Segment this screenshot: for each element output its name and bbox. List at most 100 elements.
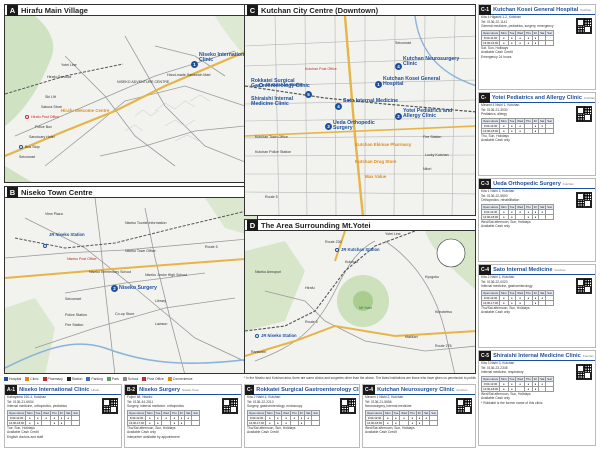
- clinic-pin-c2[interactable]: 2: [395, 113, 402, 120]
- payment-services: Available Cash Credit: [247, 430, 279, 435]
- label-route230: Route 230: [325, 240, 342, 244]
- qr-code-icon[interactable]: [576, 364, 592, 380]
- clinic-id: C-1: [479, 5, 492, 15]
- label-rokkatei: Rokkatei Surgical Gastroenterology Clini…: [251, 78, 310, 90]
- qr-code-icon[interactable]: [576, 278, 592, 294]
- qr-code-icon[interactable]: [576, 18, 592, 34]
- panel-title-text: Hirafu Main Village: [21, 6, 88, 15]
- label-fire: Fire Station: [65, 323, 84, 327]
- kutchan-map-svg: [245, 16, 475, 215]
- hours-row: 14:00-18:00●●●●: [480, 213, 555, 220]
- label-yotei-peds: Yotei Pediatrics and Allergy Clinic: [403, 108, 453, 120]
- label-elementary: Niseko Elementary School: [89, 270, 132, 274]
- hours-cell: ●: [531, 39, 540, 46]
- clinic-pin-b2[interactable]: 2: [111, 285, 118, 292]
- label-niseko-international: Niseko International Clinic: [199, 52, 249, 64]
- hours-cell: ●: [523, 39, 533, 46]
- clinic-pin-c1[interactable]: 1: [375, 81, 382, 88]
- label-drug-store: Kutchan Drug Store: [355, 159, 397, 164]
- hours-header: Mon: [499, 203, 509, 210]
- label-makkari: Makkari: [405, 335, 418, 339]
- hours-cell: 9:00-12:00: [364, 414, 385, 421]
- label-yotei-line: Yotei Line: [61, 63, 77, 67]
- clinic-id: C-3: [245, 385, 255, 403]
- clinic-pin-c5[interactable]: 5: [305, 91, 312, 98]
- hours-cell: 8:30-12:00: [126, 414, 147, 421]
- label-lucky: Lucky Kutchan: [425, 153, 449, 157]
- hours-header: Open Hours: [480, 289, 501, 296]
- legend-item: Station: [66, 377, 82, 382]
- label-sato: Sato Internal Medicine: [343, 98, 399, 104]
- hours-cell: [161, 419, 171, 426]
- hours-cell: ●: [25, 419, 35, 426]
- qr-code-icon[interactable]: [576, 192, 592, 208]
- clinic-info-line: Tel: 0136-23-2345: [481, 365, 508, 370]
- panel-title-text: Niseko Town Centre: [21, 188, 93, 197]
- clinic-pin-a1[interactable]: 1: [191, 61, 198, 68]
- clinic-name: Shiraishi Internal Medicine Clinic: [493, 352, 581, 359]
- hours-cell: 8:30-11:00: [480, 34, 501, 41]
- label-seicomart: Seicomart: [395, 41, 412, 45]
- closed-days: Thu/Sat afternoon, Sun, Holidays: [127, 425, 176, 430]
- hours-cell: [64, 419, 73, 426]
- hours-cell: [538, 213, 547, 220]
- clinic-id: A-1: [5, 385, 18, 395]
- legend-label: Parking: [91, 377, 103, 381]
- hours-cell: ●: [523, 385, 533, 392]
- clinic-info-line: Fujimi 68, Niseko: [127, 395, 153, 399]
- closed-days: Thu/Sat afternoon, Sun, Holidays: [481, 305, 530, 310]
- qr-code-icon[interactable]: [576, 106, 592, 122]
- clinic-pin-c3[interactable]: 3: [325, 123, 332, 130]
- clinic-name: Ueda Orthopedic Surgery: [493, 180, 561, 187]
- clinic-area: Kutchan: [580, 7, 592, 12]
- clinic-info-line: Kita 2 Nishi 1, Kutchan: [481, 275, 515, 279]
- legend-label: Hospital: [9, 377, 22, 381]
- label-coop: Co-op Store: [115, 312, 135, 316]
- clinic-info-line: Pediatrics, allergy: [481, 112, 508, 117]
- hours-cell: [184, 419, 193, 426]
- label-bus-stop: Bus Stop: [25, 145, 40, 149]
- qr-code-icon[interactable]: [340, 398, 356, 414]
- legend-label: Pharmacy: [47, 377, 63, 381]
- qr-code-icon[interactable]: [102, 398, 118, 414]
- label-ueda: Ueda Orthopedic Surgery: [333, 120, 375, 132]
- legend-swatch: [86, 377, 91, 382]
- hours-header: Open Hours: [480, 29, 501, 36]
- hours-cell: [515, 385, 525, 392]
- hours-cell: ●: [531, 385, 540, 392]
- clinic-id: C-5: [479, 351, 492, 361]
- qr-code-icon[interactable]: [456, 398, 472, 414]
- hours-cell: [422, 419, 431, 426]
- label-kosei-hospital: Kutchan Kosei General Hospital: [383, 76, 441, 88]
- hours-header: Open Hours: [480, 375, 501, 382]
- panel-title-text: Kutchan City Centre (Downtown): [261, 6, 379, 15]
- qr-code-icon[interactable]: [222, 398, 238, 414]
- hours-header: Mon: [499, 289, 509, 296]
- hours-header: Mon: [25, 409, 35, 416]
- label-yotei-line: Yotei Line: [385, 232, 401, 236]
- clinic-name: Kutchan Neurosurgery Clinic: [377, 386, 455, 393]
- label-kutchan: Kutchan: [345, 260, 359, 264]
- clinic-info-line: Minami 1 Nishi 2, Kutchan: [365, 395, 404, 399]
- clinic-pin-c4[interactable]: 4: [335, 103, 342, 110]
- clinic-pin-neuro[interactable]: 4: [395, 63, 402, 70]
- clinic-info-line: Tel: 0136-21-6634: [7, 399, 34, 404]
- hours-header: Mon: [145, 409, 155, 416]
